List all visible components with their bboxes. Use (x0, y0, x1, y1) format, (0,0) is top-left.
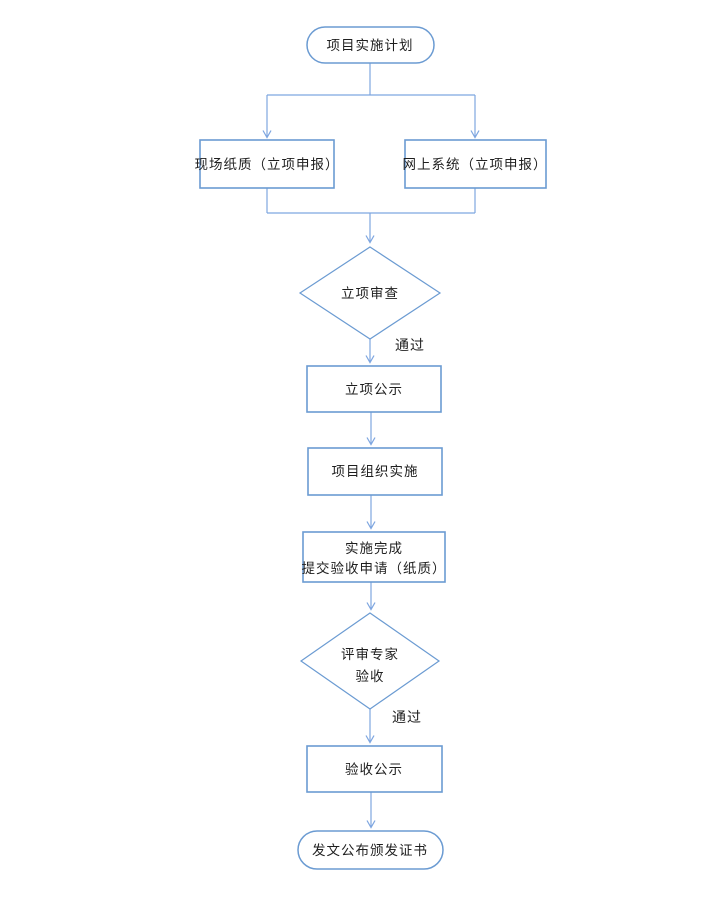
edge-label-acceptance-pass: 通过 (392, 710, 422, 726)
node-implementation-box (307, 447, 443, 496)
node-online-box (404, 139, 547, 189)
node-implementation-label: 项目组织实施 (332, 464, 419, 479)
node-paper-label: 现场纸质（立项申报） (195, 157, 340, 172)
node-review-label: 立项审查 (341, 286, 399, 301)
node-start-label: 项目实施计划 (327, 38, 414, 53)
node-end-label: 发文公布颁发证书 (312, 843, 428, 858)
node-approval-publicity-label: 立项公示 (345, 382, 403, 397)
node-start-terminal (306, 26, 435, 64)
edge-label-review-pass: 通过 (395, 338, 425, 354)
node-acceptance-publicity-box (306, 745, 443, 793)
node-paper-box (199, 139, 335, 189)
node-acceptance-review-label-line2: 验收 (356, 669, 385, 684)
node-completion-label-line2: 提交验收申请（纸质） (302, 560, 447, 576)
node-acceptance-publicity-label: 验收公示 (345, 762, 403, 777)
node-approval-publicity-box (306, 365, 442, 413)
node-acceptance-review-label-line1: 评审专家 (341, 646, 399, 662)
node-completion-box (302, 531, 446, 583)
node-end-terminal (297, 830, 444, 870)
node-review-diamond (298, 246, 442, 340)
node-online-label: 网上系统（立项申报） (403, 157, 548, 172)
node-acceptance-review-diamond (299, 612, 441, 710)
node-completion-label-line1: 实施完成 (345, 541, 403, 556)
